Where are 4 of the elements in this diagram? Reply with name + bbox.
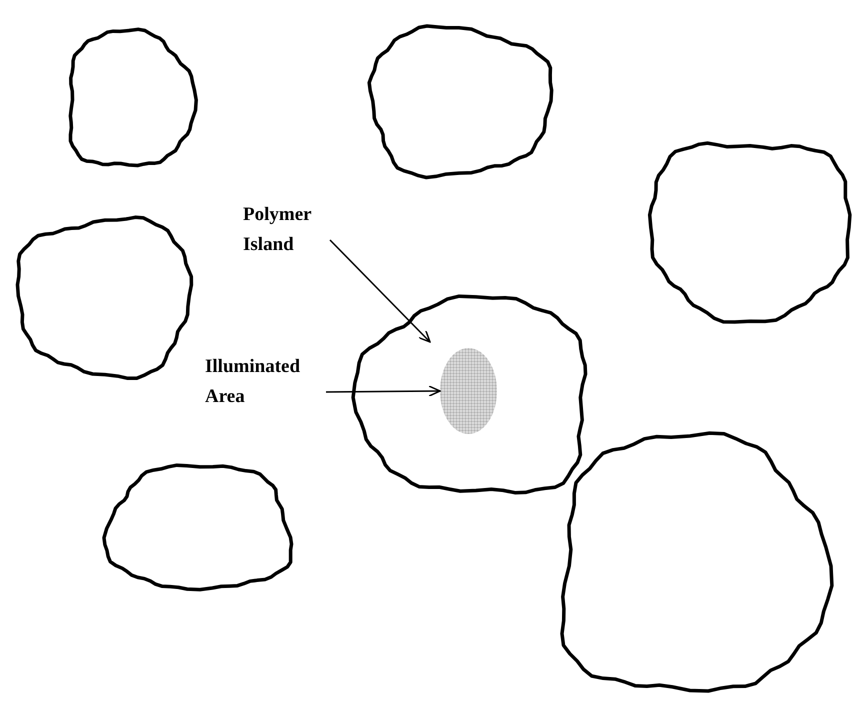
annotation-label: Polymer Island xyxy=(243,200,333,266)
annotation-label: Illuminated Area xyxy=(205,352,330,414)
leader-arrow xyxy=(329,239,431,343)
leader-arrow xyxy=(326,385,441,397)
